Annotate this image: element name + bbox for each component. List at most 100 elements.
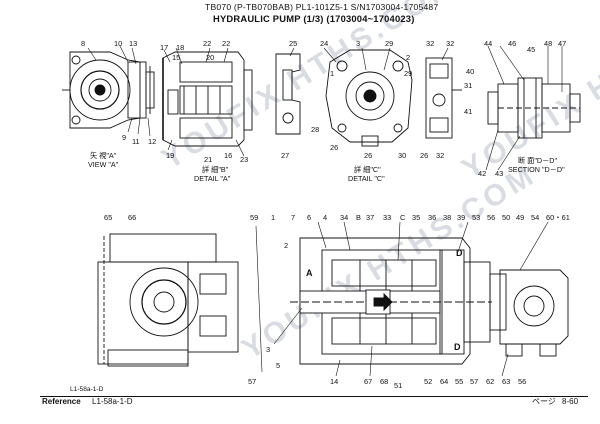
svg-text:10: 10 <box>114 39 122 48</box>
svg-text:64: 64 <box>440 377 448 386</box>
svg-text:13: 13 <box>129 39 137 48</box>
caption-section-jp: 断 面"D－D" <box>518 156 558 165</box>
footer-page-value: 8-60 <box>562 397 579 406</box>
svg-text:7: 7 <box>291 213 295 222</box>
caption-view-a-en: VIEW "A" <box>88 160 119 169</box>
footer-page-label: ページ <box>532 397 556 406</box>
svg-text:16: 16 <box>224 151 232 160</box>
svg-text:29: 29 <box>404 69 412 78</box>
svg-text:41: 41 <box>464 107 472 116</box>
svg-text:3: 3 <box>266 345 270 354</box>
caption-detail-b-en: DETAIL "A" <box>194 174 231 183</box>
detail-a-drawing <box>162 51 253 147</box>
svg-text:57: 57 <box>248 377 256 386</box>
svg-text:32: 32 <box>426 39 434 48</box>
caption-view-a-jp: 矢 視"A" <box>90 151 117 160</box>
footer-reference-value: L1-58a-1-D <box>92 397 133 406</box>
svg-text:35: 35 <box>412 213 420 222</box>
svg-text:9: 9 <box>122 133 126 142</box>
svg-text:51: 51 <box>394 381 402 390</box>
section-dd-drawing <box>487 77 581 139</box>
svg-text:65: 65 <box>104 213 112 222</box>
svg-text:2: 2 <box>284 241 288 250</box>
header-title-line2: HYDRAULIC PUMP (1/3) (1703004~1704023) <box>213 13 415 24</box>
svg-text:63: 63 <box>502 377 510 386</box>
main-section-drawing <box>290 237 569 365</box>
svg-text:28: 28 <box>311 125 319 134</box>
svg-text:67: 67 <box>364 377 372 386</box>
footer-small-ref: L1-58a-1-D <box>70 386 104 393</box>
svg-text:22: 22 <box>222 39 230 48</box>
svg-text:60・61: 60・61 <box>546 213 570 222</box>
svg-text:57: 57 <box>470 377 478 386</box>
svg-text:62: 62 <box>486 377 494 386</box>
svg-text:21: 21 <box>204 155 212 164</box>
svg-text:56: 56 <box>518 377 526 386</box>
detail-c-drawing <box>325 49 413 147</box>
svg-text:66: 66 <box>128 213 136 222</box>
svg-text:30: 30 <box>398 151 406 160</box>
svg-text:1: 1 <box>271 213 275 222</box>
svg-text:33: 33 <box>383 213 391 222</box>
svg-text:37: 37 <box>366 213 374 222</box>
svg-text:14: 14 <box>330 377 338 386</box>
svg-text:25: 25 <box>289 39 297 48</box>
svg-text:1: 1 <box>330 69 334 78</box>
svg-text:40: 40 <box>466 67 474 76</box>
svg-text:18: 18 <box>176 43 184 52</box>
svg-text:26: 26 <box>420 151 428 160</box>
svg-text:43: 43 <box>495 169 503 178</box>
view-a-drawing <box>62 51 155 129</box>
svg-text:44: 44 <box>484 39 492 48</box>
svg-text:42: 42 <box>478 169 486 178</box>
svg-text:68: 68 <box>380 377 388 386</box>
svg-text:53: 53 <box>472 213 480 222</box>
svg-text:3: 3 <box>356 39 360 48</box>
svg-text:54: 54 <box>531 213 539 222</box>
svg-text:48: 48 <box>544 39 552 48</box>
caption-detail-b-jp: 詳 細"B" <box>202 165 229 174</box>
svg-text:8: 8 <box>81 39 85 48</box>
svg-text:19: 19 <box>166 151 174 160</box>
svg-text:49: 49 <box>516 213 524 222</box>
header-title-line1: TB070 (P-TB070BAB) PL1-101Z5-1 S/N170300… <box>205 2 439 12</box>
svg-text:29: 29 <box>385 39 393 48</box>
svg-text:50: 50 <box>502 213 510 222</box>
svg-text:56: 56 <box>487 213 495 222</box>
svg-text:45: 45 <box>527 45 535 54</box>
svg-text:17: 17 <box>160 43 168 52</box>
part-25-drawing <box>275 53 301 135</box>
footer-reference-label: Reference <box>42 397 81 406</box>
svg-text:B: B <box>356 213 361 222</box>
leader-lines <box>87 45 563 377</box>
svg-text:47: 47 <box>558 39 566 48</box>
svg-text:20: 20 <box>206 53 214 62</box>
svg-text:27: 27 <box>281 151 289 160</box>
svg-text:5: 5 <box>276 361 280 370</box>
svg-text:38: 38 <box>443 213 451 222</box>
caption-section-en: SECTION "D－D" <box>508 165 565 174</box>
svg-text:26: 26 <box>364 151 372 160</box>
svg-text:34: 34 <box>340 213 348 222</box>
svg-text:22: 22 <box>203 39 211 48</box>
caption-detail-c-en: DETAIL "C" <box>348 174 385 183</box>
svg-text:D: D <box>454 342 461 352</box>
caption-detail-c-jp: 詳 細"C" <box>354 165 381 174</box>
svg-text:31: 31 <box>464 81 472 90</box>
svg-text:C: C <box>400 213 406 222</box>
svg-text:36: 36 <box>428 213 436 222</box>
svg-text:D: D <box>456 248 463 258</box>
svg-text:15: 15 <box>172 53 180 62</box>
svg-text:32: 32 <box>446 39 454 48</box>
svg-text:52: 52 <box>424 377 432 386</box>
svg-text:59: 59 <box>250 213 258 222</box>
svg-text:11: 11 <box>132 137 140 146</box>
svg-text:23: 23 <box>240 155 248 164</box>
main-view-drawing <box>97 233 239 367</box>
svg-text:2: 2 <box>406 53 410 62</box>
svg-text:24: 24 <box>320 39 328 48</box>
svg-text:6: 6 <box>307 213 311 222</box>
svg-text:12: 12 <box>148 137 156 146</box>
